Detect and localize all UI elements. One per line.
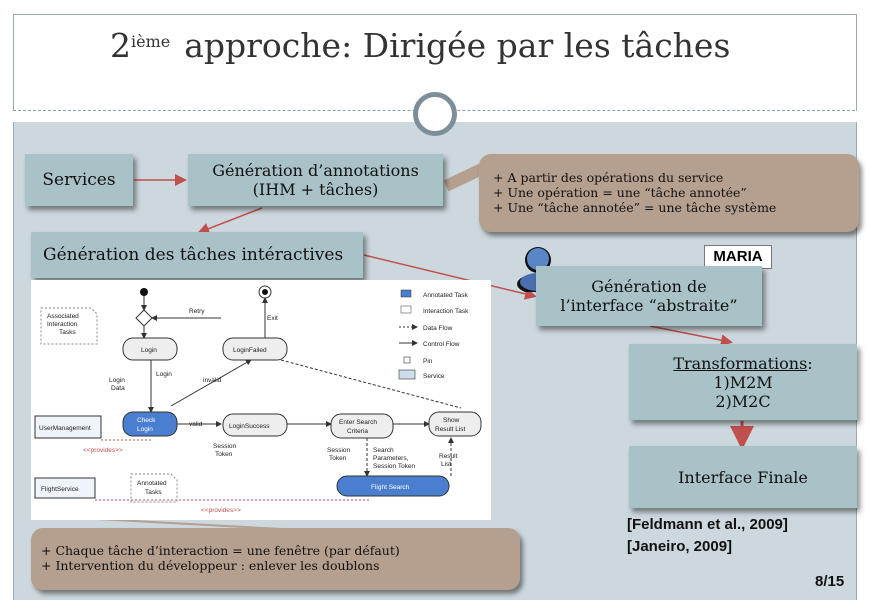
check-login-label2: Login <box>137 426 153 433</box>
generation-interface-box: Génération de l’interface “abstraite” <box>536 266 762 326</box>
result-list-label1: Result <box>439 453 458 460</box>
login-task-label: Login <box>141 347 157 354</box>
title-text: approche: Dirigée par les tâches <box>184 26 731 65</box>
generation-taches-box: Génération des tâches intéractives <box>31 232 363 278</box>
callout-top-line: + A partir des opérations du service <box>493 170 724 185</box>
enter-search-label1: Enter Search <box>339 419 377 426</box>
note-associated-line1: Associated <box>47 313 79 320</box>
transformations-title: Transformations <box>673 353 808 373</box>
retry-label: Retry <box>189 308 205 315</box>
transformations-box: Transformations: 1)M2M 2)M2C <box>629 344 857 420</box>
interface-finale-box: Interface Finale <box>629 446 857 508</box>
legend-service: Service <box>423 373 445 380</box>
login-failed-label: LoginFailed <box>233 347 267 354</box>
services-label: Services <box>42 170 116 190</box>
result-list-label2: List <box>441 461 451 468</box>
login-data-label2: Data <box>111 385 125 392</box>
maria-label: MARIA <box>704 245 772 269</box>
exit-label: Exit <box>267 315 278 322</box>
flight-service-label: FlightService <box>41 486 79 493</box>
note-associated-line2: Interaction <box>47 321 78 328</box>
session-token2-label2: Token <box>329 455 347 462</box>
transformations-title-row: Transformations: <box>673 354 812 373</box>
callout-bottom-line: + Intervention du développeur : enlever … <box>41 558 380 573</box>
interface-finale-label: Interface Finale <box>678 467 808 487</box>
show-result-label1: Show <box>443 417 460 424</box>
user-management-label: UserManagement <box>39 425 91 432</box>
start-node <box>140 288 148 296</box>
reference-janeiro: [Janeiro, 2009] <box>627 538 733 555</box>
session-token-label1: Session <box>213 443 237 450</box>
callout-top-line: + Une “tâche annotée” = une tâche systèm… <box>493 200 777 215</box>
enter-search-task <box>330 413 394 439</box>
note-associated-line3: Tasks <box>59 329 76 336</box>
search-params-label2: Parameters, <box>373 455 409 462</box>
page-number: 8/15 <box>815 573 845 590</box>
callout-top: + A partir des opérations du service + U… <box>479 154 859 232</box>
generation-annotations-line1: Génération d’annotations <box>212 161 419 180</box>
login-failed-task <box>222 337 288 361</box>
slide-frame <box>13 14 857 111</box>
generation-annotations-box: Génération d’annotations (IHM + tâches) <box>188 154 443 206</box>
login-data-label1: Login <box>109 377 125 384</box>
arrow-tasks-to-interface <box>363 254 537 300</box>
services-box: Services <box>25 154 133 206</box>
note-annotated-line2: Tasks <box>145 489 162 496</box>
transformations-colon: : <box>807 353 813 373</box>
legend-data-flow: Data Flow <box>423 325 453 332</box>
legend-control-flow: Control Flow <box>423 341 460 348</box>
flight-service <box>34 477 96 499</box>
callout-bottom: + Chaque tâche d’interaction = une fenêt… <box>31 528 520 590</box>
search-params-label1: Search <box>373 447 394 454</box>
user-management-service <box>34 415 102 439</box>
transformations-m2c: 2)M2C <box>715 391 771 411</box>
references: [Feldmann et al., 2009] [Janeiro, 2009] <box>627 514 788 558</box>
arrow-annotations-to-tasks <box>197 207 263 235</box>
task-model-diagram: Annotated Task Interaction Task Data Flo… <box>31 280 491 520</box>
generation-annotations-line2: (IHM + tâches) <box>252 180 379 199</box>
transformations-m2m: 1)M2M <box>713 372 773 392</box>
enter-search-label2: Criteria <box>347 428 368 435</box>
show-result-label2: Result List <box>435 426 466 433</box>
reference-feldmann: [Feldmann et al., 2009] <box>627 516 788 533</box>
note-annotated-line1: Annotated <box>137 480 167 487</box>
arrow-interface-to-transformations <box>649 325 733 347</box>
callout-top-line: + Une opération = une “tâche annotée” <box>493 185 747 200</box>
flight-search-label: Flight Search <box>371 484 410 491</box>
generation-interface-line2: l’interface “abstraite” <box>560 296 738 315</box>
provides1-label: <<provides>> <box>83 447 123 454</box>
invalid-label: invalid <box>203 377 222 384</box>
check-login-label1: Check <box>137 417 156 424</box>
callout-bottom-line: + Chaque tâche d’interaction = une fenêt… <box>41 543 400 558</box>
legend-pin: Pin <box>423 358 433 365</box>
decision-node <box>135 309 153 327</box>
login-task <box>122 337 178 361</box>
slide-title: 2ième approche: Dirigée par les tâches <box>110 26 730 65</box>
session-token2-label1: Session <box>327 447 351 454</box>
legend-interaction-task: Interaction Task <box>423 308 469 315</box>
divider-circle-icon <box>413 92 457 136</box>
title-number: 2 <box>110 26 131 65</box>
provides2-label: <<provides>> <box>201 507 241 514</box>
legend-annotated-task: Annotated Task <box>423 292 468 299</box>
title-superscript: ième <box>131 32 171 51</box>
login-success-label: LoginSuccess <box>229 423 270 430</box>
generation-taches-label: Génération des tâches intéractives <box>43 245 344 265</box>
flight-search-task <box>336 475 450 497</box>
generation-interface-line1: Génération de <box>591 277 707 296</box>
search-params-label3: Session Token <box>373 463 416 470</box>
login-flow-label: Login <box>156 371 172 378</box>
diagram-legend: Annotated Task Interaction Task Data Flo… <box>398 289 469 380</box>
login-success-task <box>222 413 288 437</box>
session-token-label2: Token <box>215 451 233 458</box>
show-result-task <box>428 411 482 437</box>
